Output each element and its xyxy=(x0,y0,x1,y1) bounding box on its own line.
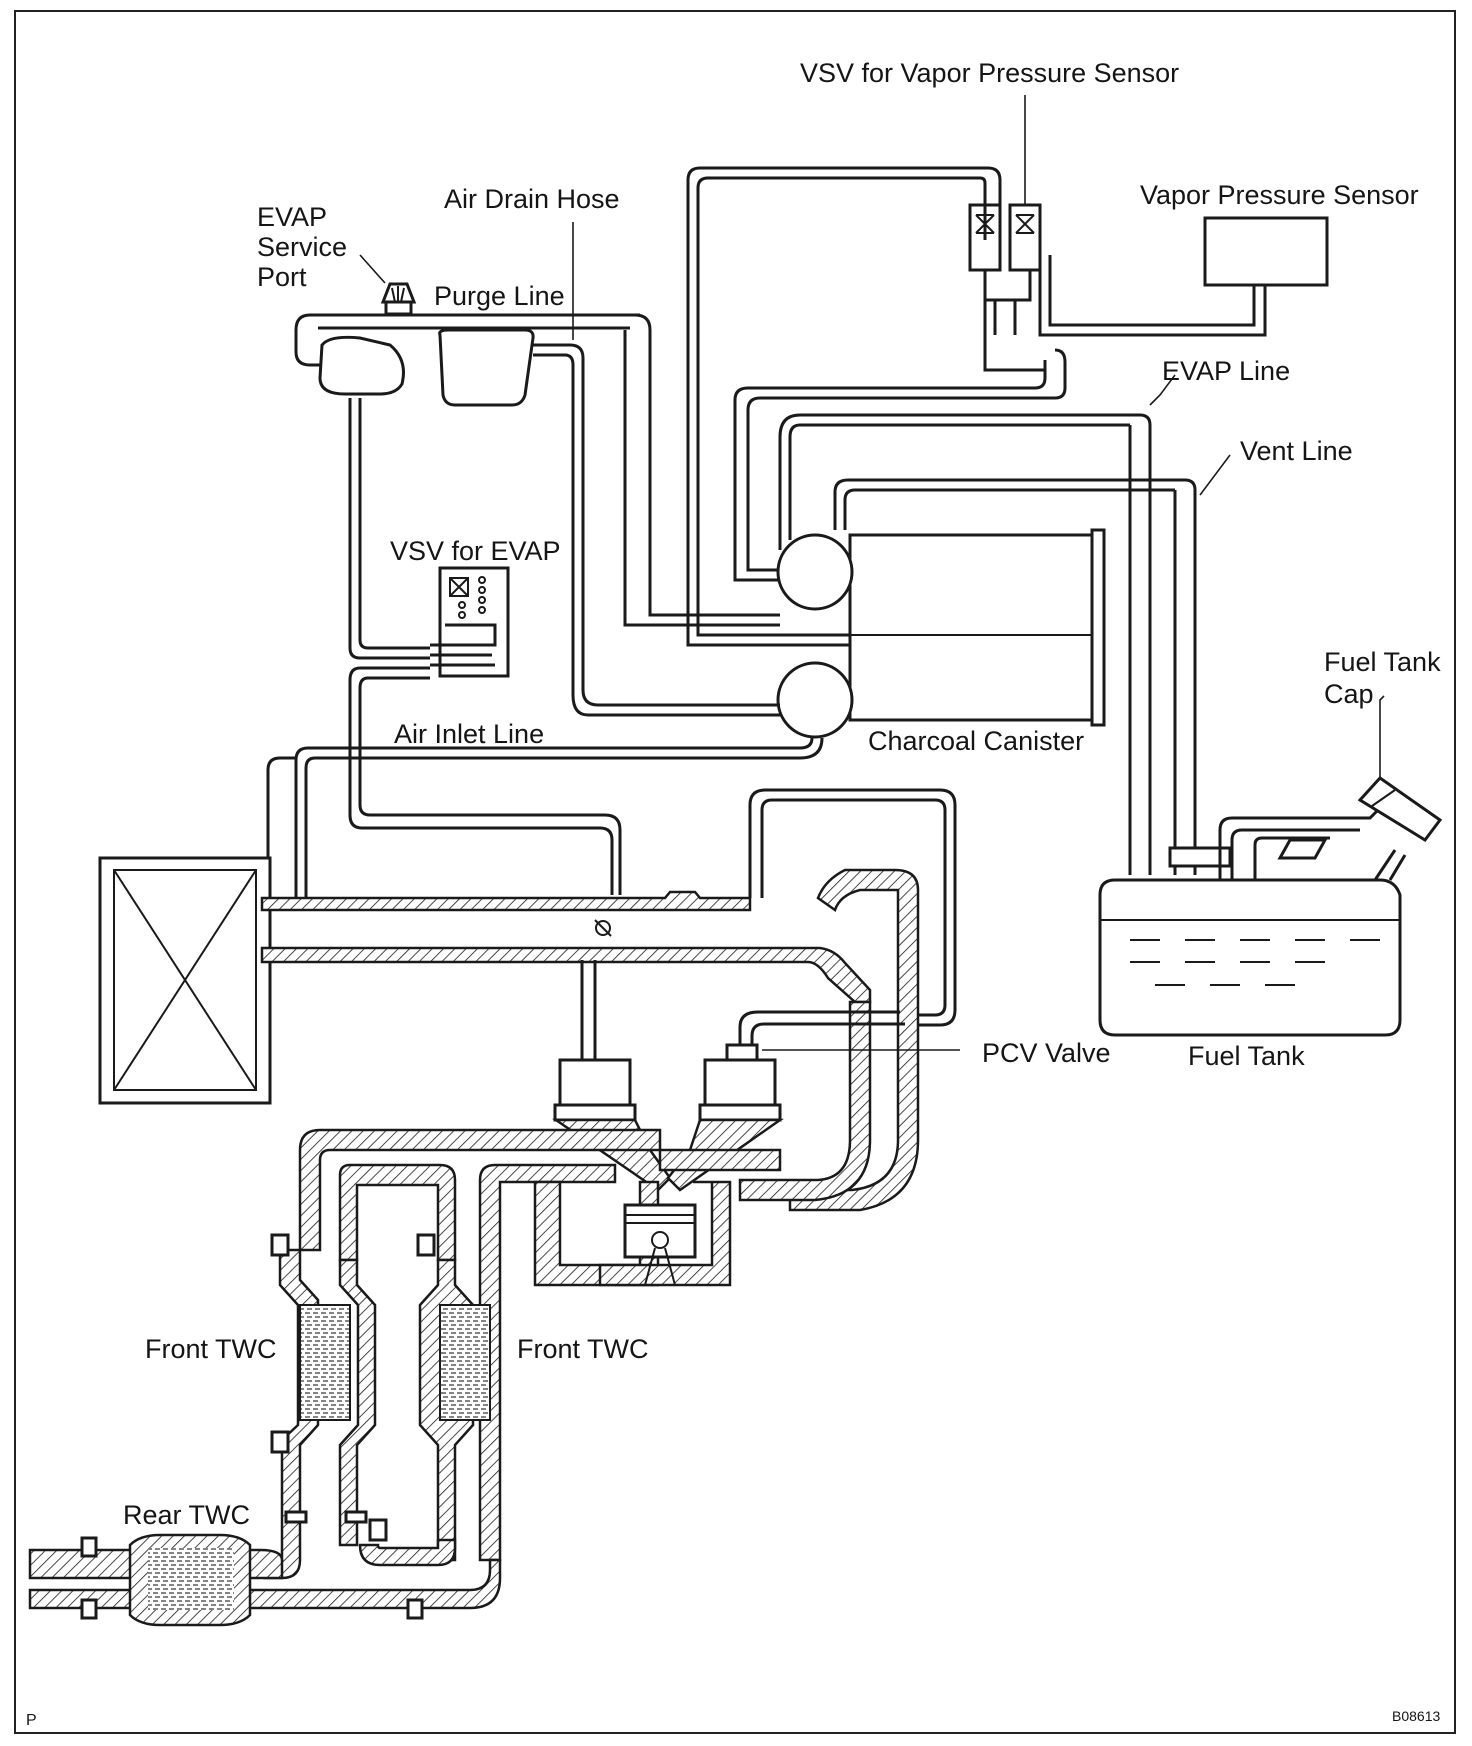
fuel-tank-cap-icon xyxy=(1357,776,1443,842)
vsv-vapor-pressure-icon xyxy=(968,203,1047,372)
fuel-tank xyxy=(1098,806,1407,1037)
label-evap-service-port-1: EVAP xyxy=(257,202,328,232)
diagram-frame xyxy=(14,10,1456,1734)
evap-service-port-icon xyxy=(380,282,417,316)
air-cleaner-box xyxy=(98,856,272,1105)
label-front-twc-left: Front TWC xyxy=(145,1334,277,1364)
label-front-twc-right: Front TWC xyxy=(517,1334,649,1364)
label-vapor-pressure-sensor: Vapor Pressure Sensor xyxy=(1140,180,1419,210)
label-air-inlet-line: Air Inlet Line xyxy=(394,719,545,749)
label-evap-service-port-2: Service xyxy=(257,232,348,262)
front-twc-right xyxy=(439,1304,491,1421)
label-purge-line: Purge Line xyxy=(434,281,565,311)
label-fuel-tank-cap-1: Fuel Tank xyxy=(1324,647,1441,677)
rear-twc xyxy=(128,1533,252,1627)
label-evap-service-port-3: Port xyxy=(257,262,307,292)
label-fuel-tank-cap-2: Cap xyxy=(1324,679,1374,709)
label-fuel-tank: Fuel Tank xyxy=(1188,1041,1305,1071)
charcoal-canister xyxy=(776,528,1106,739)
figure-id: B08613 xyxy=(1392,1708,1441,1724)
label-pcv-valve: PCV Valve xyxy=(982,1038,1111,1068)
corner-mark: P xyxy=(26,1712,37,1729)
label-evap-line: EVAP Line xyxy=(1162,356,1291,386)
vsv-evap-icon xyxy=(430,566,510,678)
label-vent-line: Vent Line xyxy=(1240,436,1353,466)
vapor-pressure-sensor xyxy=(1203,216,1329,287)
label-charcoal-canister: Charcoal Canister xyxy=(868,726,1085,756)
piston-icon xyxy=(623,1203,697,1286)
label-rear-twc: Rear TWC xyxy=(123,1500,251,1530)
label-air-drain-hose: Air Drain Hose xyxy=(444,184,620,214)
label-vsv-for-evap: VSV for EVAP xyxy=(390,536,561,566)
label-vsv-vapor-pressure-sensor: VSV for Vapor Pressure Sensor xyxy=(800,58,1180,88)
front-twc-left xyxy=(299,1304,351,1421)
